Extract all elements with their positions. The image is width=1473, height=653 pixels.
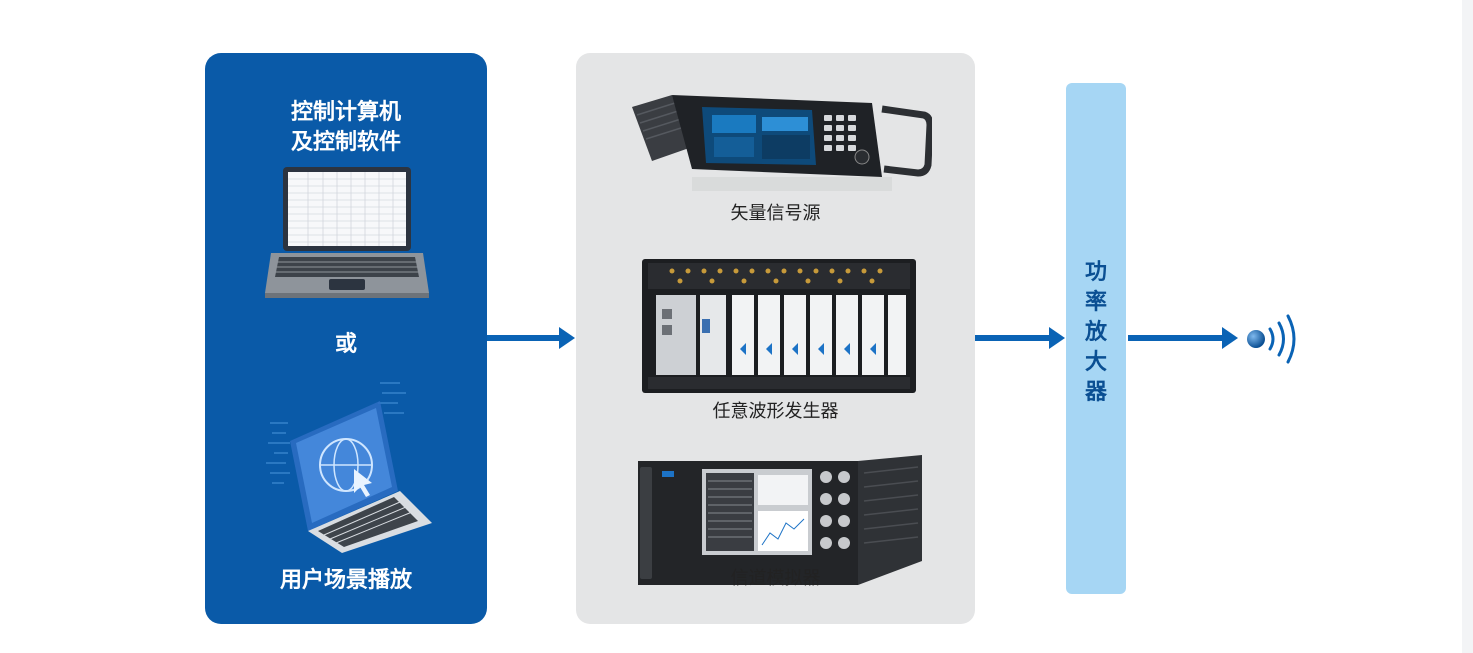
page-edge-strip <box>1462 0 1473 653</box>
power-amplifier-char-2: 率 <box>1084 290 1107 315</box>
channel-emulator-image <box>638 455 922 585</box>
control-computer-title-line1: 控制计算机 <box>290 100 401 125</box>
power-amplifier-char-5: 器 <box>1084 380 1107 405</box>
power-amplifier-char-1: 功 <box>1084 260 1107 285</box>
power-amplifier-box: 功 率 放 大 器 <box>1066 83 1126 594</box>
channel-emulator-label: 信道模拟器 <box>730 568 821 589</box>
power-amplifier-char-3: 放 <box>1084 320 1107 345</box>
or-label: 或 <box>334 332 357 357</box>
laptop-globe-icon <box>266 382 432 553</box>
arrow-to-amplifier <box>975 327 1065 349</box>
arrow-to-devices <box>487 327 575 349</box>
vector-signal-generator-image <box>632 95 932 191</box>
laptop-icon <box>265 167 429 298</box>
power-amplifier-label: 功 率 放 大 器 <box>1066 258 1126 408</box>
arbitrary-waveform-generator-label: 任意波形发生器 <box>712 401 839 422</box>
power-amplifier-char-4: 大 <box>1084 350 1107 375</box>
control-computer-panel: 控制计算机 及控制软件 或 <box>205 53 487 624</box>
control-computer-title-line2: 及控制软件 <box>290 130 401 155</box>
scene-playback-label: 用户场景播放 <box>279 568 412 593</box>
arbitrary-waveform-generator-image <box>642 259 916 393</box>
signal-devices-panel: 矢量信号源 任意波形发生器 <box>576 53 975 624</box>
antenna-signal-icon <box>1247 314 1296 364</box>
vector-signal-generator-label: 矢量信号源 <box>730 203 821 224</box>
arrow-to-antenna <box>1128 327 1238 349</box>
